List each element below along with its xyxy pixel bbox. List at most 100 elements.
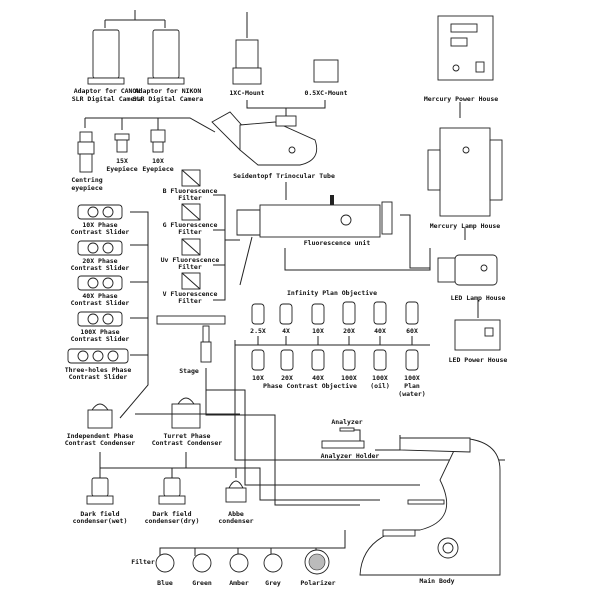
10x-slider-label-2: Contrast Slider	[71, 228, 130, 236]
b-filter-label: B Fluorescence	[163, 187, 218, 195]
phase-objective-water-label: (water)	[398, 390, 425, 398]
trinocular-tube-icon	[211, 111, 318, 166]
phase-slider-icons	[67, 204, 129, 364]
green-filter-icon	[192, 553, 212, 573]
led-power-house-icon	[454, 319, 501, 351]
three-holes-slider-label: Three-holes Phase	[65, 366, 132, 374]
05x-c-mount-label: 0.5XC-Mount	[304, 89, 347, 97]
g-filter-label-2: Filter	[178, 228, 202, 236]
centring-eyepiece-icon	[77, 131, 95, 173]
objective-icons	[251, 301, 419, 371]
objective-60x-label: 60X	[406, 327, 418, 335]
dark-field-condenser-icons	[86, 477, 186, 505]
phase-objective-plan-label: Plan	[404, 382, 420, 390]
analyzer-label: Analyzer	[331, 418, 362, 426]
15x-eyepiece-icon	[114, 133, 130, 153]
phase-objective-100x-oil-label: 100X	[372, 374, 388, 382]
led-power-house-label: LED Power House	[449, 356, 508, 364]
mercury-power-house-label: Mercury Power House	[424, 95, 498, 103]
phase-objective-100x-water-label: 100X	[404, 374, 420, 382]
10x-eyepiece-label: 10X	[152, 157, 164, 165]
b-filter-label-2: Filter	[178, 194, 202, 202]
objective-4x-label: 4X	[282, 327, 290, 335]
polarizer-label: Polarizer	[300, 579, 335, 587]
amber-filter-icon	[229, 553, 249, 573]
led-lamp-house-icon	[437, 254, 498, 286]
dark-field-dry-label-2: condenser(dry)	[145, 517, 200, 525]
phase-objective-20x-label: 20X	[281, 374, 293, 382]
turret-condenser-label-2: Contrast Condenser	[152, 439, 223, 447]
infinity-objective-title: Infinity Plan Objective	[287, 289, 377, 297]
filter-label: Filter	[131, 558, 155, 566]
main-body-label: Main Body	[419, 577, 454, 585]
mercury-lamp-house-icon	[427, 127, 503, 217]
10x-eyepiece-icon	[150, 129, 166, 153]
blue-filter-icon	[155, 553, 175, 573]
independent-condenser-label-2: Contrast Condenser	[65, 439, 136, 447]
phase-objective-100x-label: 100X	[341, 374, 357, 382]
independent-condenser-label: Independent Phase	[67, 432, 134, 440]
blue-filter-label: Blue	[157, 579, 173, 587]
grey-filter-icon	[263, 553, 283, 573]
nikon-adaptor-label: Adaptor for NIKON	[135, 87, 202, 95]
phase-objective-title: Phase Contrast Objective	[263, 382, 357, 390]
three-holes-slider-label-2: Contrast Slider	[69, 373, 128, 381]
canon-adaptor-label-2: SLR Digital Camera	[72, 95, 143, 103]
centring-eyepiece-label-2: eyepiece	[71, 184, 102, 192]
10x-eyepiece-label-2: Eyepiece	[142, 165, 173, 173]
dark-field-dry-label: Dark field	[152, 510, 191, 518]
100x-slider-label: 100X Phase	[80, 328, 119, 336]
1x-c-mount-icon	[232, 39, 262, 85]
20x-slider-label: 20X Phase	[82, 257, 117, 265]
amber-filter-label: Amber	[229, 579, 249, 587]
abbe-condenser-label-2: condenser	[218, 517, 253, 525]
mercury-power-house-icon	[437, 15, 494, 81]
10x-slider-label: 10X Phase	[82, 221, 117, 229]
phase-objective-oil-label: (oil)	[370, 382, 390, 390]
nikon-adaptor-icon	[147, 29, 185, 85]
led-lamp-house-label: LED Lamp House	[451, 294, 506, 302]
fluorescence-unit-icon	[236, 195, 393, 286]
v-filter-label: V Fluorescence	[163, 290, 218, 298]
turret-condenser-label: Turret Phase	[164, 432, 211, 440]
phase-objective-10x-label: 10X	[252, 374, 264, 382]
fluorescence-filter-icons	[181, 169, 201, 290]
dark-field-wet-label-2: condenser(wet)	[73, 517, 128, 525]
canon-adaptor-icon	[87, 29, 125, 85]
40x-slider-label-2: Contrast Slider	[71, 299, 130, 307]
40x-slider-label: 40X Phase	[82, 292, 117, 300]
canon-adaptor-label: Adaptor for CANON	[74, 87, 141, 95]
stage-label: Stage	[179, 367, 199, 375]
mercury-lamp-house-label: Mercury Lamp House	[430, 222, 501, 230]
fluorescence-unit-label: Fluorescence unit	[304, 239, 371, 247]
analyzer-icon	[339, 427, 355, 432]
20x-slider-label-2: Contrast Slider	[71, 264, 130, 272]
main-body-icon	[359, 437, 501, 576]
objective-20x-label: 20X	[343, 327, 355, 335]
analyzer-holder-label: Analyzer Holder	[321, 452, 380, 460]
turret-condenser-icon	[135, 397, 240, 429]
1x-c-mount-label: 1XC-Mount	[229, 89, 264, 97]
phase-objective-40x-label: 40X	[312, 374, 324, 382]
objective-10x-label: 10X	[312, 327, 324, 335]
green-filter-label: Green	[192, 579, 212, 587]
centring-eyepiece-label: Centring	[71, 176, 102, 184]
nikon-adaptor-label-2: SLR Digital Camera	[133, 95, 204, 103]
objective-2-5x-label: 2.5X	[250, 327, 266, 335]
trinocular-tube-label: Seidentopf Trinocular Tube	[233, 172, 335, 180]
abbe-condenser-icon	[225, 480, 247, 503]
stage-icon	[156, 315, 226, 363]
abbe-condenser-label: Abbe	[228, 510, 244, 518]
v-filter-label-2: Filter	[178, 297, 202, 305]
uv-filter-label-2: Filter	[178, 263, 202, 271]
grey-filter-label: Grey	[265, 579, 281, 587]
dark-field-wet-label: Dark field	[80, 510, 119, 518]
independent-condenser-icon	[87, 403, 113, 429]
15x-eyepiece-label-2: Eyepiece	[106, 165, 137, 173]
objective-40x-label: 40X	[374, 327, 386, 335]
g-filter-label: G Fluorescence	[163, 221, 218, 229]
analyzer-holder-icon	[321, 440, 365, 449]
uv-filter-label: Uv Fluorescence	[161, 256, 220, 264]
